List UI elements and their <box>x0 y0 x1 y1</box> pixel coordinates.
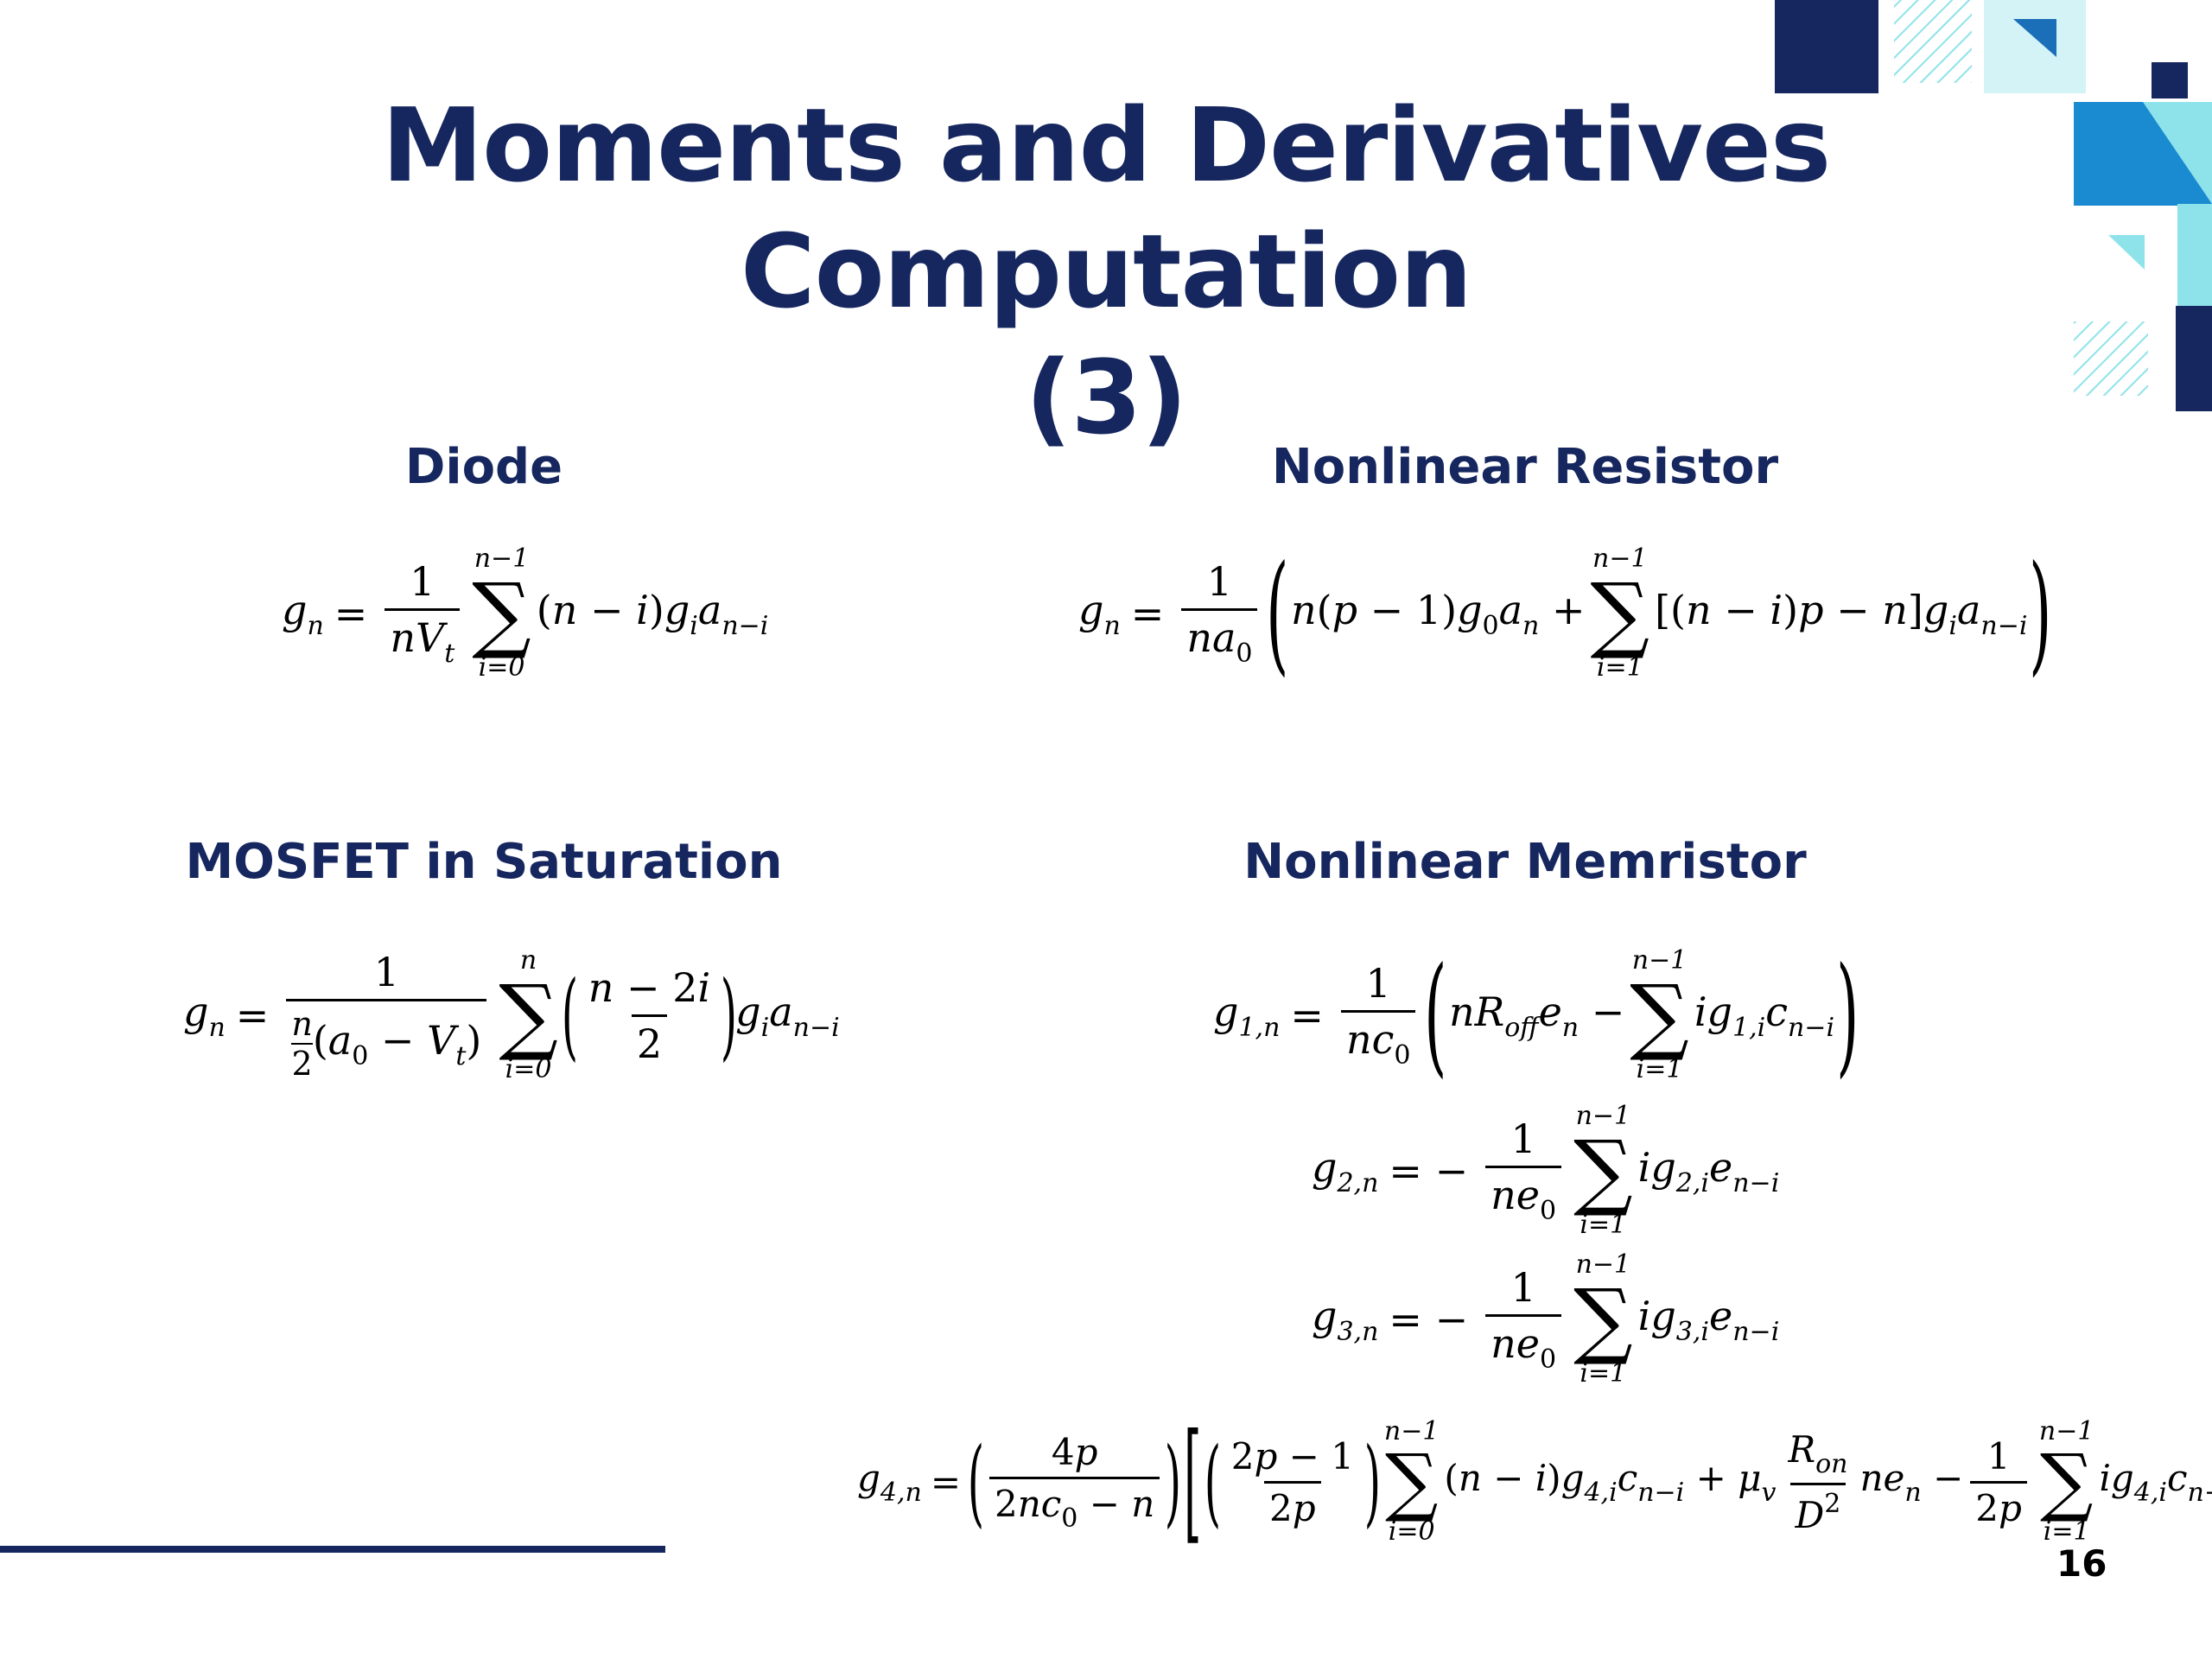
corner-decoration <box>1775 0 2212 411</box>
page-number: 16 <box>2056 1542 2107 1585</box>
title-line-2: (3) <box>1025 338 1188 457</box>
footer-rule <box>0 1546 665 1553</box>
section-title-resistor: Nonlinear Resistor <box>1271 439 1779 495</box>
title-line-1: Moments and Derivatives Computation <box>381 86 1832 331</box>
section-title-mosfet: MOSFET in Saturation <box>185 834 783 890</box>
section-title-diode: Diode <box>404 439 563 495</box>
section-title-memristor: Nonlinear Memristor <box>1243 834 1807 890</box>
slide-title: Moments and Derivatives Computation (3) <box>0 82 2212 461</box>
